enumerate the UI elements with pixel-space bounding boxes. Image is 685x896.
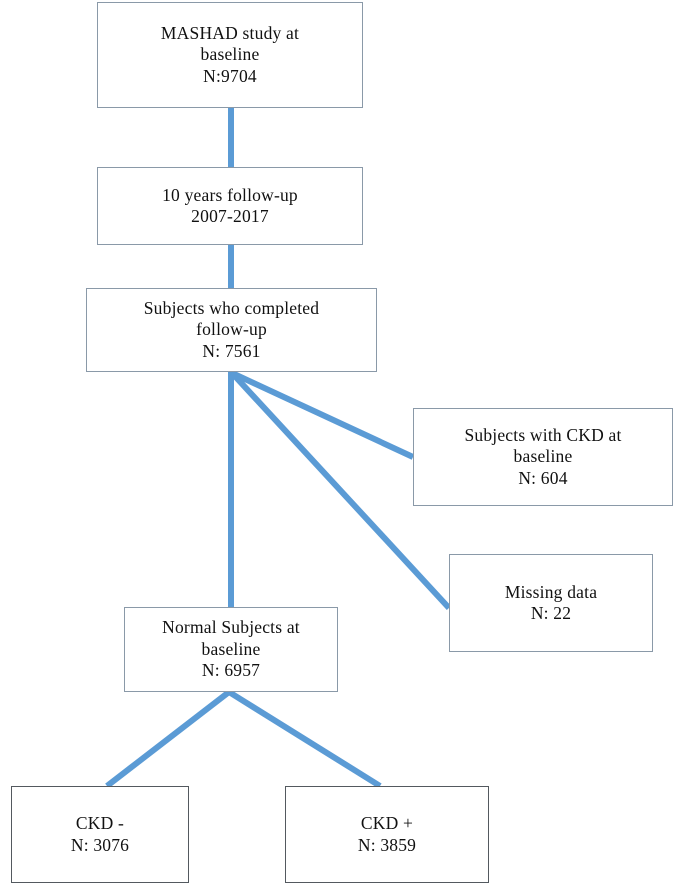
node-line: Missing data <box>504 581 598 602</box>
node-line: baseline <box>513 446 573 467</box>
node-ckd-positive-group[interactable]: CKD + N: 3859 <box>285 786 489 883</box>
node-line: CKD + <box>360 813 414 834</box>
node-line: 10 years follow-up <box>162 184 298 205</box>
node-subjects-completed-follow-up[interactable]: Subjects who completed follow-up N: 7561 <box>86 288 377 372</box>
node-ten-years-follow-up[interactable]: 10 years follow-up 2007-2017 <box>97 167 363 245</box>
node-line: N: 7561 <box>202 340 261 361</box>
edge-normal-to-ckd-negative <box>105 689 231 789</box>
node-line: 2007-2017 <box>191 206 269 226</box>
node-line: follow-up <box>196 319 267 340</box>
node-line: N: 22 <box>530 603 572 623</box>
node-line: Normal Subjects at <box>162 617 300 638</box>
node-line: N: 3859 <box>357 834 417 855</box>
node-line: CKD - <box>75 813 125 834</box>
node-normal-subjects-at-baseline[interactable]: Normal Subjects at baseline N: 6957 <box>124 607 338 692</box>
node-missing-data[interactable]: Missing data N: 22 <box>449 554 653 652</box>
node-mashad-study-baseline[interactable]: MASHAD study at baseline N:9704 <box>97 2 363 108</box>
node-line: Subjects with CKD at <box>464 424 622 445</box>
node-line: Subjects who completed <box>143 297 320 318</box>
node-line: N:9704 <box>203 65 257 86</box>
edge-normal-to-ckd-positive <box>227 689 382 789</box>
node-line: N: 604 <box>518 467 568 488</box>
node-line: MASHAD study at <box>160 22 300 43</box>
edge-completed-to-ckd-baseline <box>230 370 415 460</box>
node-line: baseline <box>200 44 260 65</box>
node-line: N: 6957 <box>201 660 261 681</box>
node-subjects-with-ckd-at-baseline[interactable]: Subjects with CKD at baseline N: 604 <box>413 408 673 506</box>
node-line: baseline <box>201 638 261 659</box>
node-line: N: 3076 <box>70 834 130 855</box>
node-ckd-negative-group[interactable]: CKD - N: 3076 <box>11 786 189 883</box>
